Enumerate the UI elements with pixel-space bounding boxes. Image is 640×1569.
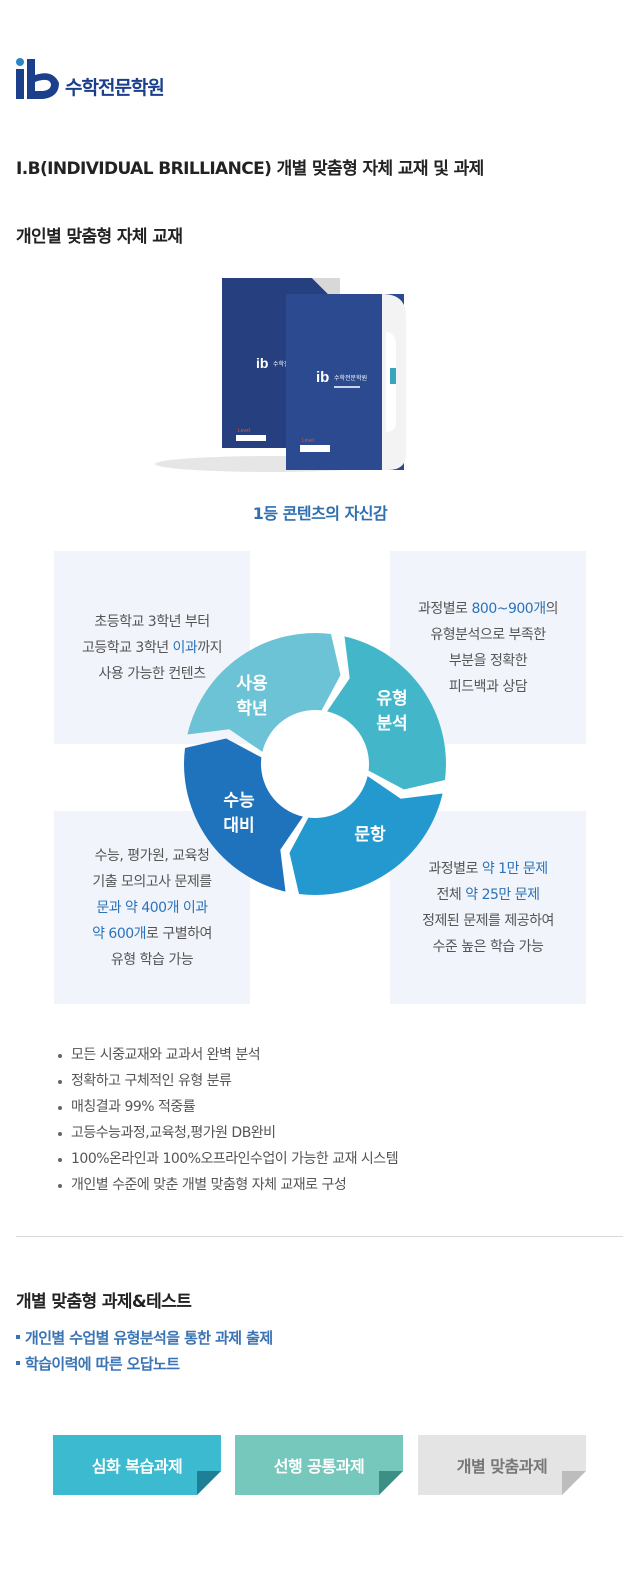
section-title-textbook: 개인별 맞춤형 자체 교재	[16, 227, 183, 247]
list-item: 개인별 수준에 맞춘 개별 맞춤형 자체 교재로 구성	[58, 1172, 398, 1198]
book-back-title: 수학전	[273, 360, 290, 368]
box-line: 초등학교 3학년 부터	[94, 613, 210, 630]
cycle-segment-analysis	[327, 636, 446, 790]
svg-text:ib: ib	[256, 355, 268, 371]
info-box-questions: 과정별로 약 1만 문제 전체 약 25만 문제 정제된 문제를 제공하여 수준…	[390, 811, 586, 1004]
cycle-label-analysis-1: 유형	[376, 688, 407, 708]
tab-label: 심화 복습과제	[91, 1457, 183, 1476]
corner-fold-shade	[197, 1471, 221, 1495]
cycle-segment-questions	[289, 776, 443, 895]
box-line: 수준 높은 학습 가능	[432, 938, 544, 955]
page-title: I.B(INDIVIDUAL BRILLIANCE) 개별 맞춤형 자체 교재 …	[16, 159, 484, 179]
list-item: 정확하고 구체적인 유형 분류	[58, 1068, 398, 1094]
cycle-label-questions: 문항	[354, 824, 386, 844]
cycle-label-usage-1: 사용	[236, 674, 268, 693]
book-front-title: 수학전문학원	[334, 374, 367, 382]
box-line: 정제된 문제를 제공하여	[422, 912, 554, 929]
box-line: 고등학교 3학년 이과까지	[81, 639, 223, 656]
book-back-level: Level	[238, 428, 250, 434]
cycle-label-exam-2: 대비	[223, 816, 254, 835]
corner-fold-shade	[379, 1471, 403, 1495]
list-item: 매칭결과 99% 적중률	[58, 1094, 398, 1120]
box-line: 기출 모의고사 문제를	[92, 873, 212, 890]
section-title-homework: 개별 맞춤형 과제&테스트	[16, 1292, 192, 1312]
box-line: 피드백과 상담	[448, 678, 528, 695]
info-box-exam-prep: 수능, 평가원, 교육청 기출 모의고사 문제를 문과 약 400개 이과 약 …	[54, 811, 250, 1004]
tagline: 1등 콘텐츠의 자신감	[252, 504, 388, 523]
list-item: 모든 시중교재와 교과서 완벽 분석	[58, 1042, 398, 1068]
tab-label: 개별 맞춤과제	[456, 1457, 548, 1476]
tab-custom-homework[interactable]: 개별 맞춤과제	[418, 1435, 586, 1495]
box-line: 약 600개로 구별하여	[92, 925, 212, 942]
textbook-illustration: ib 수학전 Level ib 수학전문학원 Level	[155, 278, 406, 472]
cycle-label-exam-1: 수능	[223, 791, 255, 810]
tab-preview-common[interactable]: 선행 공통과제	[235, 1435, 403, 1495]
box-line: 수능, 평가원, 교육청	[94, 847, 210, 864]
academy-logo[interactable]: 수학전문학원	[13, 57, 165, 101]
homework-point-2: 학습이력에 따른 오답노트	[16, 1353, 180, 1374]
ib-logo-mark-icon	[16, 58, 59, 99]
feature-list: 모든 시중교재와 교과서 완벽 분석 정확하고 구체적인 유형 분류 매칭결과 …	[58, 1042, 399, 1198]
box-line: 사용 가능한 컨텐츠	[98, 665, 206, 682]
box-line: 유형분석으로 부족한	[430, 626, 546, 643]
cycle-label-analysis-2: 분석	[376, 714, 407, 733]
academy-name: 수학전문학원	[65, 77, 165, 99]
cycle-label-usage-2: 학년	[236, 699, 267, 718]
list-item: 100%온라인과 100%오프라인수업이 가능한 교재 시스템	[58, 1146, 399, 1172]
box-line: 부분을 정확한	[448, 652, 528, 669]
box-line: 전체 약 25만 문제	[436, 886, 540, 903]
cycle-segment-usage	[187, 633, 341, 752]
box-line: 과정별로 약 1만 문제	[428, 860, 548, 877]
book-front-level: Level	[302, 438, 314, 444]
corner-fold-shade	[562, 1471, 586, 1495]
tab-label: 선행 공통과제	[273, 1457, 365, 1476]
box-line: 과정별로 800~900개의	[418, 600, 558, 617]
list-item: 고등수능과정,교육청,평가원 DB완비	[58, 1120, 398, 1146]
box-line: 문과 약 400개 이과	[96, 899, 208, 916]
homework-point-1: 개인별 수업별 유형분석을 통한 과제 출제	[16, 1327, 273, 1348]
box-line: 유형 학습 가능	[110, 951, 194, 968]
tab-advanced-review[interactable]: 심화 복습과제	[53, 1435, 221, 1495]
cycle-segment-exam	[184, 738, 303, 892]
svg-text:ib: ib	[316, 369, 329, 386]
section-divider	[16, 1236, 623, 1237]
cycle-diagram: 사용 학년 유형 분석 문항 수능 대비	[184, 633, 446, 895]
